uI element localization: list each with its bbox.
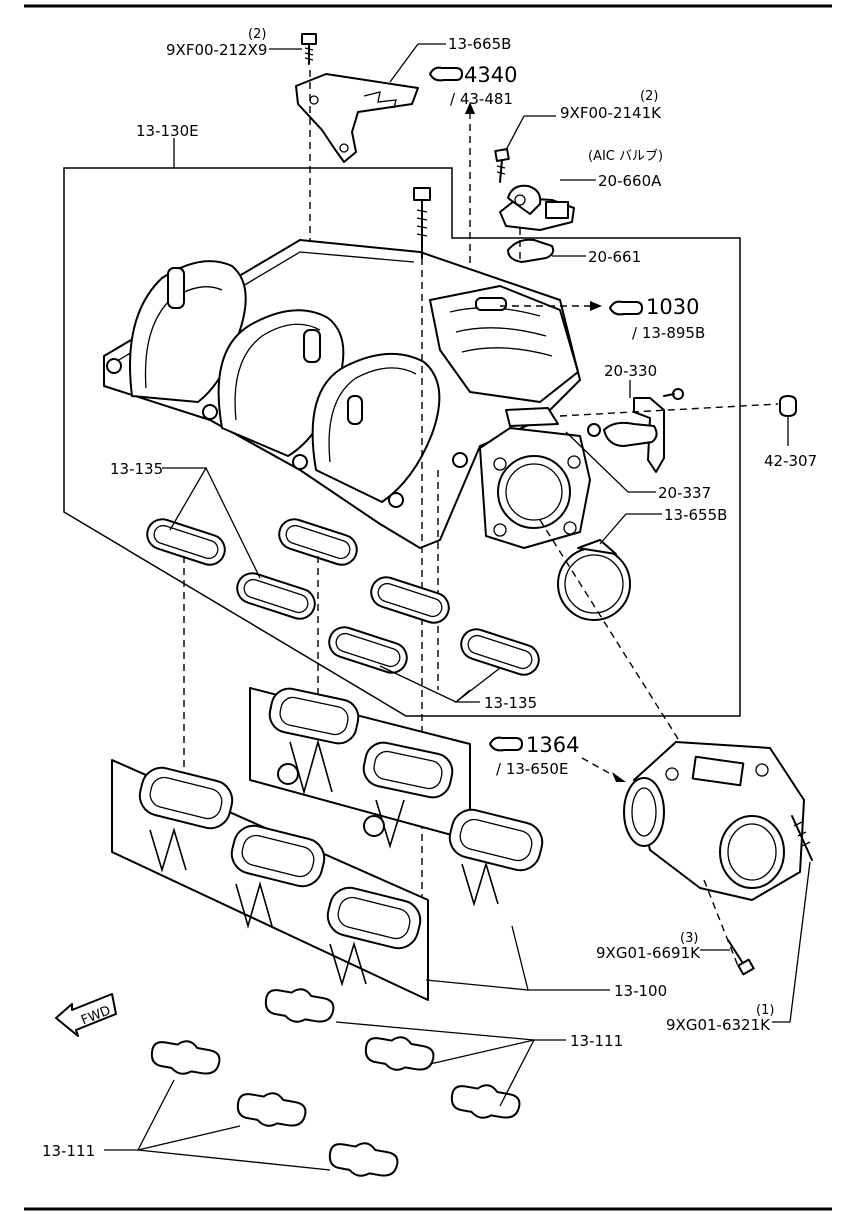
- cap-42-307: [779, 395, 797, 417]
- tb-stud: [791, 815, 813, 861]
- lower-manifold-part: 13-100: [614, 982, 667, 1000]
- tb-gasket-part: 13-655B: [664, 506, 727, 524]
- gasket-upper-right-part: 13-135: [484, 694, 537, 712]
- lower-intake-manifold: [111, 687, 544, 1001]
- aic-valve-part: 20-660A: [598, 172, 662, 190]
- throttle-body: [623, 741, 805, 901]
- tb-bolt-qty: (3): [680, 931, 698, 946]
- leader-13-665b: [389, 43, 419, 83]
- dash-cap: [559, 403, 779, 417]
- manifold-bolt: [413, 187, 431, 259]
- throttle-body-mount: [479, 427, 591, 549]
- ref-1364-sub: / 13-650E: [496, 760, 568, 778]
- gasket-lower-left-part: 13-111: [42, 1142, 95, 1160]
- upper-intake-manifold: [103, 239, 581, 549]
- tb-stud-part: 9XG01-6321K: [666, 1016, 771, 1034]
- aic-bolt: [494, 148, 510, 183]
- bracket-bolt-part: 9XF00-212X9: [166, 41, 267, 59]
- leader-13-655b: [599, 513, 662, 545]
- bracket-20-330: [587, 397, 665, 473]
- tb-bolt: [727, 939, 755, 976]
- aic-bolt-part: 9XF00-2141K: [560, 104, 662, 122]
- aic-bolt-qty: (2): [640, 89, 658, 104]
- ref-4340-arrowhead: [465, 102, 475, 114]
- bracket-part: 13-665B: [448, 35, 511, 53]
- cap-part: 42-307: [764, 452, 817, 470]
- bracket-20-330-part: 20-330: [604, 362, 657, 380]
- gasket-upper-left-part: 13-135: [110, 460, 163, 478]
- tb-stud-qty: (1): [756, 1003, 774, 1018]
- leader-9xg01-6321k: [772, 861, 811, 1023]
- tb-bolt-part: 9XG01-6691K: [596, 944, 701, 962]
- aic-valve: [499, 184, 575, 231]
- ref-1364-arrow-icon: [489, 736, 523, 752]
- gasket-lower-right-part: 13-111: [570, 1032, 623, 1050]
- ref-1364-num: 1364: [526, 733, 579, 757]
- bracket-bolt: [301, 33, 317, 65]
- bracket-13-665b: [295, 73, 419, 163]
- upper-manifold-part: 13-130E: [136, 122, 199, 140]
- dash-ref-1364: [581, 757, 619, 779]
- leader-13-111-left: [104, 1079, 175, 1151]
- leader-20-337: [565, 431, 656, 493]
- leader-13-111-right: [335, 1021, 566, 1041]
- ref-1030-arrow-icon: [609, 300, 643, 316]
- bracket-bolt-qty: (2): [248, 27, 266, 42]
- ref-1030-sub: / 13-895B: [632, 324, 705, 342]
- dash-tb-bolt: [703, 879, 739, 967]
- ref-4340-num: 4340: [464, 63, 517, 87]
- bolt-20-330: [663, 388, 684, 400]
- aic-gasket-part: 20-661: [588, 248, 641, 266]
- leader-13-135-right: [454, 689, 480, 703]
- gasket-20-337-part: 20-337: [658, 484, 711, 502]
- gasket-set-upper: [146, 518, 540, 676]
- upper-manifold-frame: [63, 167, 741, 717]
- aic-gasket: [507, 238, 555, 263]
- gasket-set-lower: [150, 988, 521, 1177]
- gasket-20-337: [505, 407, 559, 427]
- fwd-arrow-icon: [55, 993, 117, 1037]
- ref-4340-sub: / 43-481: [450, 90, 513, 108]
- throttle-body-gasket: [557, 539, 631, 621]
- dash-throttle-body: [539, 519, 681, 743]
- ref-4340-arrow-icon: [429, 66, 463, 82]
- aic-note: (AIC バルブ): [588, 148, 663, 164]
- ref-1030-num: 1030: [646, 295, 699, 319]
